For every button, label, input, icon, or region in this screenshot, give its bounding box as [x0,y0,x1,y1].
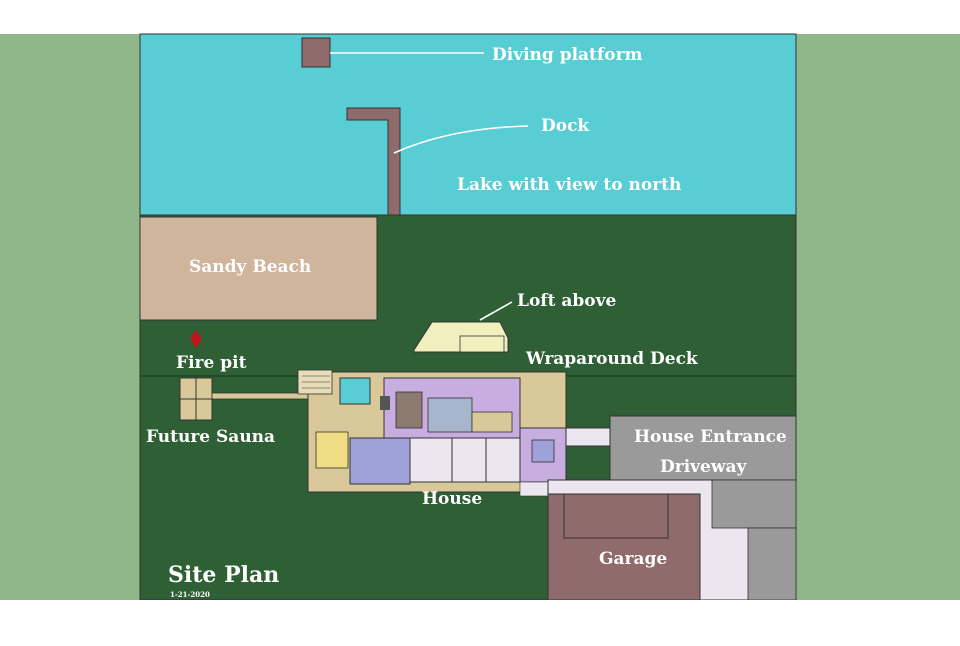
hot-tub [339,377,371,405]
label-lake: Lake with view to north [457,175,681,195]
house-bedroom-west [349,437,411,485]
driveway-side [747,527,797,601]
label-garage: Garage [599,549,667,569]
house-bath [531,439,555,463]
label-wraparound-deck: Wraparound Deck [525,349,699,369]
lake [139,33,797,216]
garage [547,493,701,601]
house-fireplace [395,391,423,429]
dock-leader-line [393,125,529,154]
boardwalk-path [211,392,313,400]
label-loft-above: Loft above [517,291,616,311]
page-title: Site Plan [168,562,279,588]
label-dock: Dock [541,116,590,136]
sandy-beach [139,216,378,321]
label-fire-pit: Fire pit [176,353,247,373]
house-entry-porch [565,427,611,447]
house-stairs [471,411,513,433]
label-diving-platform: Diving platform [492,45,643,65]
house-woodstove [380,396,390,410]
label-date: 1-21-2020 [170,590,210,599]
house-kitchen [427,397,473,433]
fire-pit-icon [190,330,202,348]
patio [315,431,349,469]
loft-leader-line [479,301,513,321]
dock [346,107,401,216]
driveway-apron [711,479,797,529]
house-bedrooms [409,437,521,483]
house-entrance-driveway [609,415,797,481]
label-house-entrance: House Entrance [634,427,787,447]
loft-stairs [459,335,505,353]
diving-platform [301,37,331,68]
label-future-sauna: Future Sauna [146,427,275,447]
label-driveway: Driveway [660,457,748,477]
garage-roof-ridge [563,493,669,539]
bottom-margin [0,600,960,642]
label-house: House [422,489,482,509]
label-sandy-beach: Sandy Beach [189,257,311,277]
